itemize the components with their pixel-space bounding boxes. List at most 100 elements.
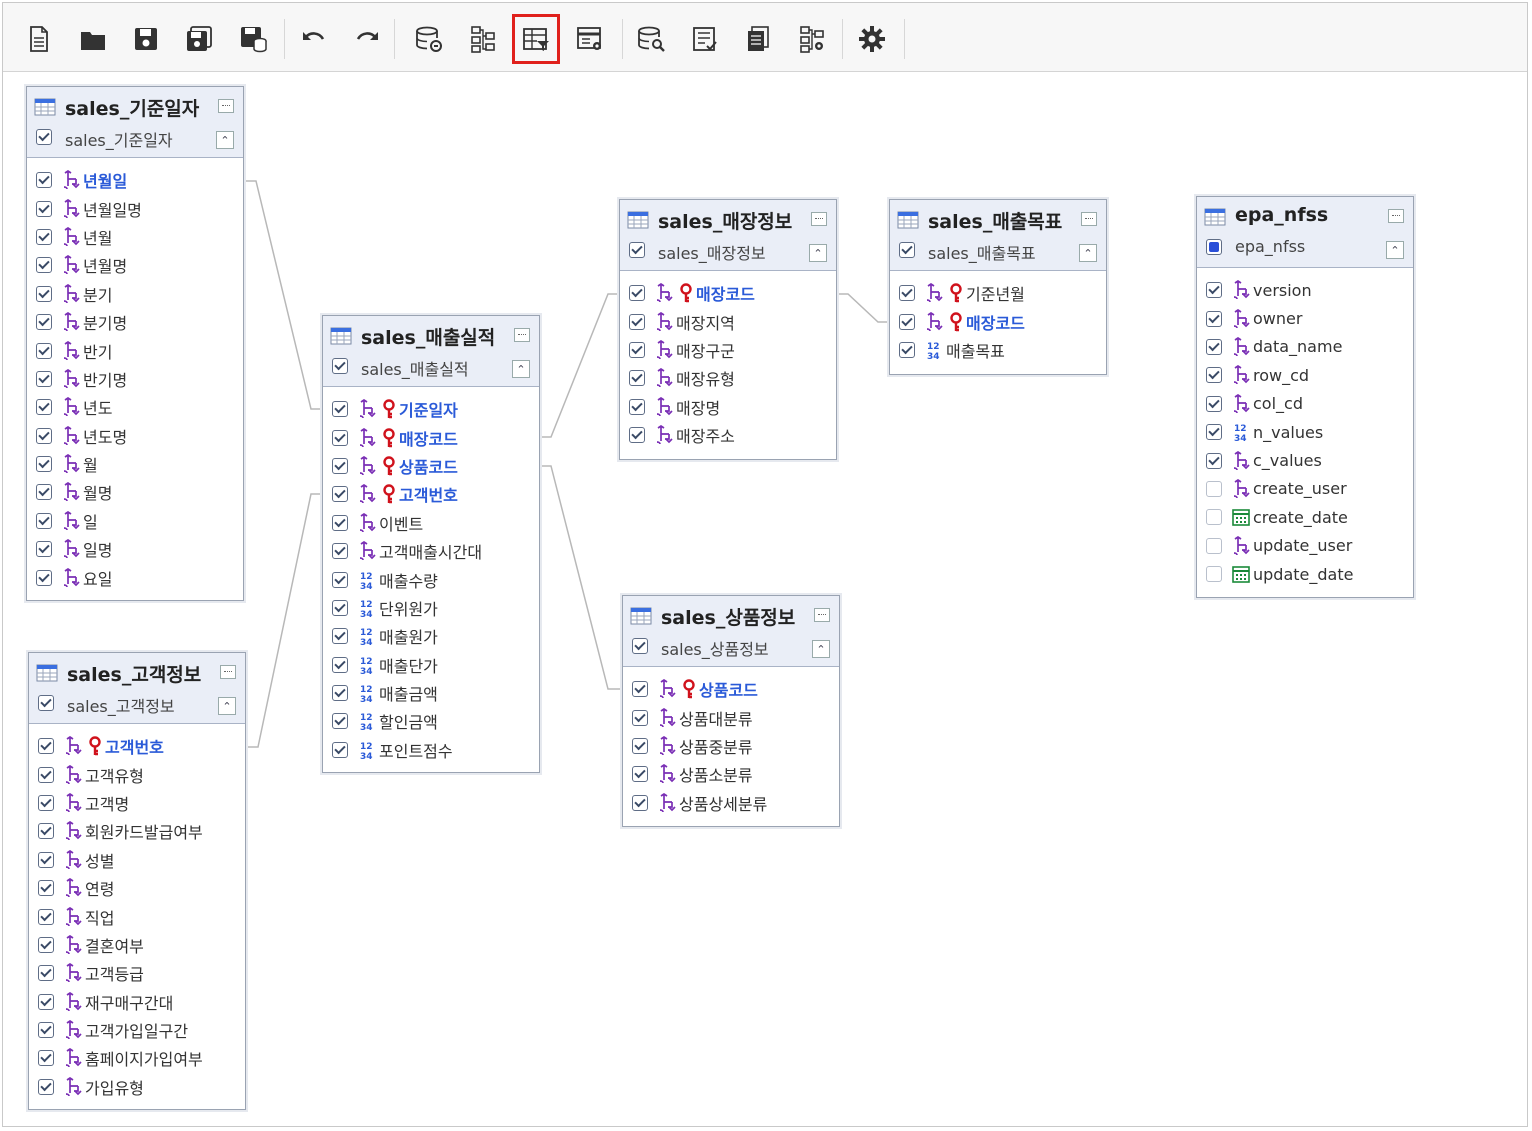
field-checkbox[interactable]: [36, 314, 52, 331]
field-row[interactable]: 분기: [27, 280, 243, 308]
collapse-icon[interactable]: ⌃: [1386, 241, 1404, 259]
field-checkbox[interactable]: [36, 285, 52, 302]
field-row[interactable]: 홈페이지가입여부: [29, 1044, 245, 1072]
field-checkbox[interactable]: [38, 880, 54, 897]
field-checkbox[interactable]: [36, 427, 52, 444]
minimize-icon[interactable]: [811, 212, 827, 226]
select-all-checkbox[interactable]: [629, 242, 645, 258]
field-row[interactable]: 이벤트: [323, 509, 539, 537]
field-row[interactable]: 년월일: [27, 166, 243, 194]
field-row[interactable]: 고객명: [29, 789, 245, 817]
field-checkbox[interactable]: [38, 766, 54, 783]
field-checkbox[interactable]: [38, 908, 54, 925]
diagram-settings-button[interactable]: [791, 17, 833, 61]
field-checkbox[interactable]: [1206, 424, 1222, 441]
field-checkbox[interactable]: [332, 656, 348, 673]
select-all-checkbox[interactable]: [899, 242, 915, 258]
field-row[interactable]: 일: [27, 507, 243, 535]
field-checkbox[interactable]: [1206, 537, 1222, 554]
save-to-db-button[interactable]: [232, 17, 274, 61]
field-row[interactable]: 고객번호: [29, 732, 245, 760]
open-button[interactable]: [72, 17, 114, 61]
field-row[interactable]: 회원카드발급여부: [29, 817, 245, 845]
field-checkbox[interactable]: [899, 285, 915, 302]
select-all-checkbox[interactable]: [1206, 239, 1222, 255]
field-checkbox[interactable]: [332, 628, 348, 645]
field-row[interactable]: 년월일명: [27, 194, 243, 222]
field-checkbox[interactable]: [332, 486, 348, 503]
field-checkbox[interactable]: [629, 341, 645, 358]
field-checkbox[interactable]: [332, 571, 348, 588]
field-checkbox[interactable]: [38, 1022, 54, 1039]
minimize-icon[interactable]: [218, 99, 234, 113]
collapse-icon[interactable]: ⌃: [809, 244, 827, 262]
field-row[interactable]: 성별: [29, 846, 245, 874]
field-row[interactable]: owner: [1197, 304, 1413, 332]
field-checkbox[interactable]: [38, 1078, 54, 1095]
field-checkbox[interactable]: [1206, 566, 1222, 583]
minimize-icon[interactable]: [1388, 209, 1404, 223]
table-filter-button[interactable]: [512, 14, 560, 64]
field-row[interactable]: 연령: [29, 874, 245, 902]
field-row[interactable]: 상품코드: [623, 675, 839, 703]
field-row[interactable]: 상품소분류: [623, 760, 839, 788]
field-checkbox[interactable]: [629, 427, 645, 444]
field-row[interactable]: 재구매구간대: [29, 988, 245, 1016]
field-row[interactable]: 고객등급: [29, 959, 245, 987]
field-row[interactable]: data_name: [1197, 333, 1413, 361]
field-row[interactable]: 월명: [27, 478, 243, 506]
settings-button[interactable]: [851, 17, 893, 61]
minimize-icon[interactable]: [220, 665, 236, 679]
select-all-checkbox[interactable]: [332, 358, 348, 374]
collapse-icon[interactable]: ⌃: [218, 697, 236, 715]
minimize-icon[interactable]: [814, 608, 830, 622]
field-checkbox[interactable]: [332, 457, 348, 474]
field-row[interactable]: 매장명: [620, 393, 836, 421]
field-checkbox[interactable]: [1206, 509, 1222, 526]
field-row[interactable]: 매장지역: [620, 307, 836, 335]
field-row[interactable]: 고객유형: [29, 760, 245, 788]
field-row[interactable]: 요일: [27, 563, 243, 591]
field-row[interactable]: 매장코드: [620, 279, 836, 307]
database-search-button[interactable]: [630, 17, 672, 61]
field-checkbox[interactable]: [332, 713, 348, 730]
field-checkbox[interactable]: [899, 341, 915, 358]
field-row[interactable]: 분기명: [27, 308, 243, 336]
field-row[interactable]: row_cd: [1197, 361, 1413, 389]
field-row[interactable]: 년월: [27, 223, 243, 251]
minimize-icon[interactable]: [1081, 212, 1097, 226]
field-checkbox[interactable]: [38, 993, 54, 1010]
field-checkbox[interactable]: [1206, 452, 1222, 469]
field-checkbox[interactable]: [332, 401, 348, 418]
field-row[interactable]: 상품상세분류: [623, 789, 839, 817]
field-checkbox[interactable]: [632, 737, 648, 754]
field-row[interactable]: 상품대분류: [623, 703, 839, 731]
field-checkbox[interactable]: [38, 1050, 54, 1067]
field-checkbox[interactable]: [632, 709, 648, 726]
field-checkbox[interactable]: [332, 514, 348, 531]
field-row[interactable]: 매장유형: [620, 364, 836, 392]
field-checkbox[interactable]: [1206, 338, 1222, 355]
field-checkbox[interactable]: [629, 370, 645, 387]
field-row[interactable]: 년월명: [27, 251, 243, 279]
field-checkbox[interactable]: [332, 741, 348, 758]
undo-button[interactable]: [292, 17, 334, 61]
field-checkbox[interactable]: [36, 257, 52, 274]
collapse-icon[interactable]: ⌃: [512, 360, 530, 378]
field-checkbox[interactable]: [36, 512, 52, 529]
save-as-button[interactable]: [178, 17, 220, 61]
